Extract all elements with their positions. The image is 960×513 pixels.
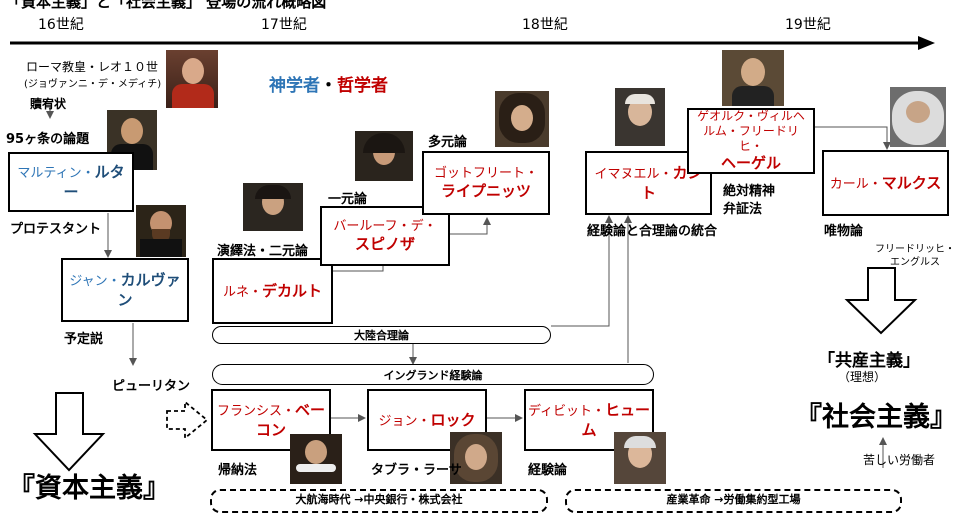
continental-rationalism-pill: 大陸合理論 (212, 326, 551, 344)
heading-theologians-philosophers: 神学者・哲学者 (269, 76, 388, 96)
bacon-portrait (290, 434, 342, 484)
label-socialism: 『社会主義』 (795, 402, 957, 433)
label-materialism: 唯物論 (824, 224, 864, 239)
leibniz-box: ゴットフリート・ライプニッツ (422, 151, 550, 215)
leibniz-portrait (495, 91, 549, 147)
hegel-box: ゲオルク・ヴィルヘルム・フリードリヒ・ヘーゲル (687, 108, 815, 174)
leo-x-birthname: (ジョヴァンニ・デ・メディチ) (24, 79, 162, 90)
industrial-revolution-box: 産業革命 →労働集約型工場 (565, 489, 902, 513)
label-monism: 一元論 (328, 192, 368, 207)
descartes-portrait (243, 183, 303, 231)
timeline-arrowhead (918, 36, 935, 50)
age-of-discovery-box: 大航海時代 →中央銀行・株式会社 (210, 489, 548, 513)
marx-portrait (890, 87, 946, 147)
label-dialectic: 弁証法 (723, 202, 763, 217)
hegel-portrait (722, 50, 784, 106)
label-communism: 「共産主義」 (818, 351, 920, 371)
label-ideal: （理想） (838, 370, 887, 384)
locke-portrait (450, 432, 502, 484)
spinoza-box: バールーフ・デ・スピノザ (320, 206, 450, 266)
connector-layer (10, 36, 935, 472)
label-absolute-spirit: 絶対精神 (723, 184, 776, 199)
label-protestant: プロテスタント (10, 222, 102, 237)
label-predestination: 予定説 (64, 332, 104, 347)
calvin-portrait (136, 205, 186, 257)
luther-box: マルティン・ルター (8, 152, 134, 212)
label-induction: 帰納法 (218, 463, 258, 478)
century-17: 17世紀 (261, 17, 307, 33)
label-engels: フリードリッヒ・エングルス (875, 244, 955, 268)
hume-portrait (614, 432, 666, 484)
label-deduction-dualism: 演繹法・二元論 (217, 244, 309, 259)
label-indulgence: 贖宥状 (30, 97, 67, 111)
label-suffering-workers: 苦しい労働者 (863, 453, 936, 467)
spinoza-portrait (355, 131, 413, 181)
leo-x-name: ローマ教皇・レオ１０世 (26, 60, 159, 74)
british-empiricism-pill: イングランド経験論 (212, 364, 654, 385)
capitalism-arrow (32, 392, 106, 472)
diagram-title: 「資本主義」と「社会主義」 登場の流れ概略図 (6, 0, 327, 11)
communism-arrow (844, 267, 918, 335)
label-capitalism: 『資本主義』 (8, 473, 170, 504)
leo-x-portrait (166, 50, 218, 108)
label-pluralism: 多元論 (428, 135, 468, 150)
descartes-box: ルネ・デカルト (212, 258, 333, 324)
century-16: 16世紀 (38, 17, 84, 33)
label-empiricism: 経験論 (528, 463, 568, 478)
label-puritan: ピューリタン (112, 379, 191, 394)
century-19: 19世紀 (785, 17, 831, 33)
label-95-theses: 95ヶ条の論題 (6, 132, 90, 147)
kant-portrait (615, 88, 665, 146)
dashed-arrow (166, 400, 209, 440)
label-tabula-rasa: タブラ・ラーサ (371, 463, 462, 478)
century-18: 18世紀 (522, 17, 568, 33)
label-integration: 経験論と合理論の統合 (587, 224, 718, 239)
calvin-box: ジャン・カルヴァン (61, 258, 189, 322)
marx-box: カール・マルクス (822, 150, 949, 216)
